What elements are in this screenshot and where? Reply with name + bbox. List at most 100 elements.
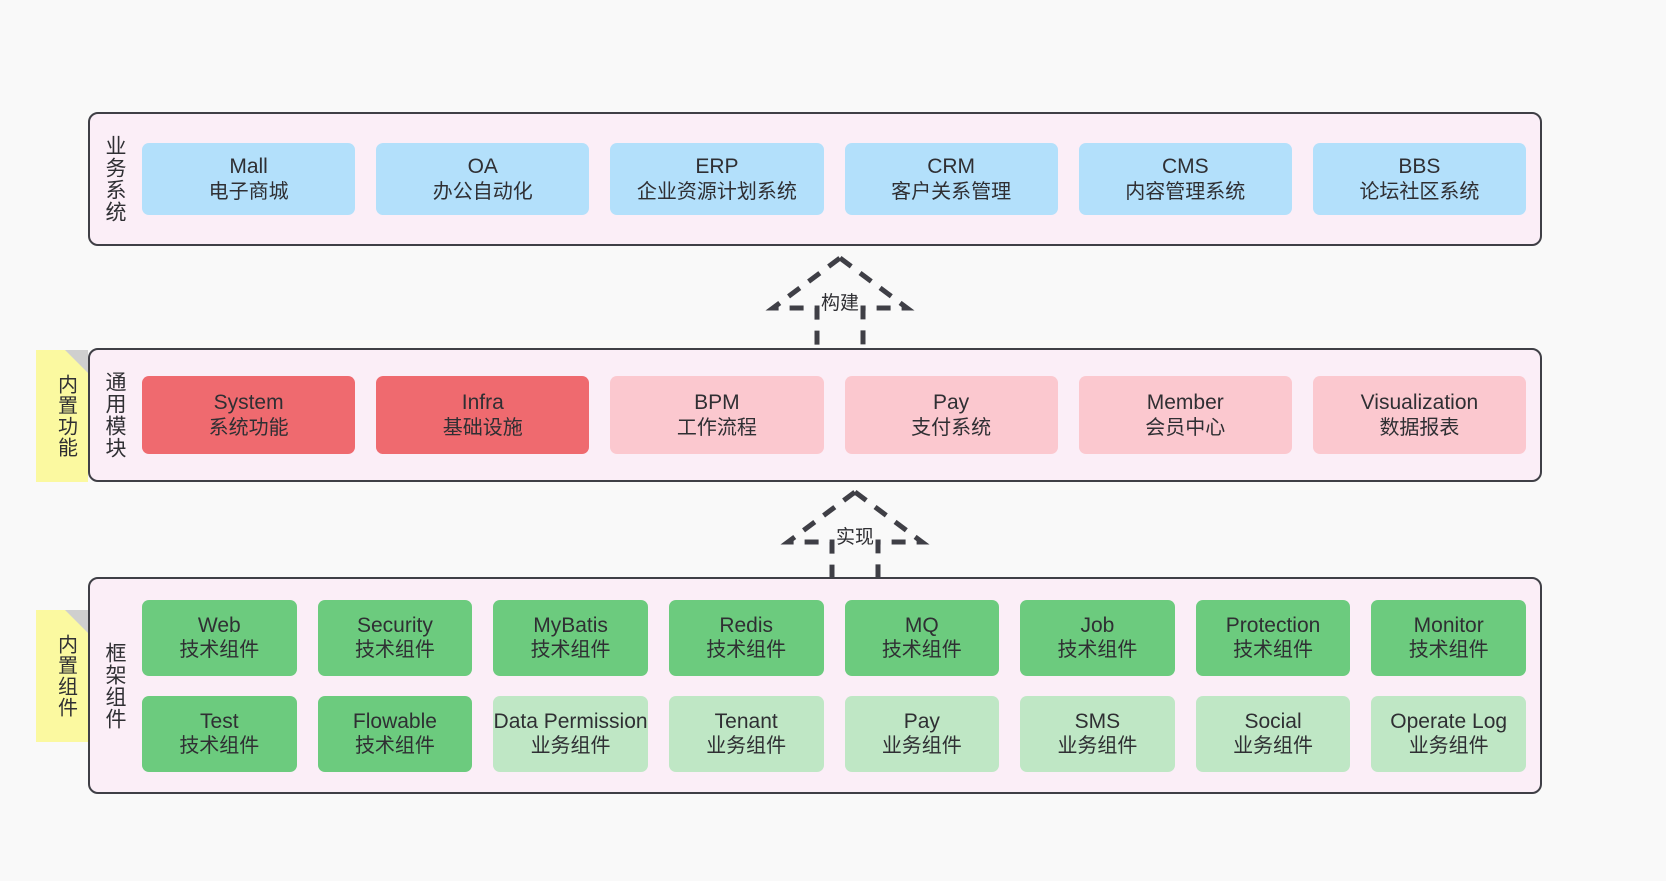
card-subtitle: 技术组件 [706,639,787,662]
card-pay-module[interactable]: Pay 支付系统 [844,376,1058,454]
sticky-note-label: 内置组件 [54,634,77,718]
card-title: Security [357,613,433,637]
layer-title-common-module: 通用模块 [102,371,126,459]
note-fold-corner-icon [65,350,88,373]
card-subtitle: 办公自动化 [432,180,533,203]
card-mall[interactable]: Mall 电子商城 [142,143,356,215]
card-title: System [213,391,284,415]
layer-body-common-module: System 系统功能 Infra 基础设施 BPM 工作流程 Pay 支付系统… [138,350,1540,480]
card-title: CRM [927,155,976,179]
card-row: System 系统功能 Infra 基础设施 BPM 工作流程 Pay 支付系统… [142,376,1527,454]
card-test[interactable]: Test 技术组件 [142,695,297,772]
card-member[interactable]: Member 会员中心 [1078,376,1292,454]
card-subtitle: 系统功能 [208,416,289,439]
layer-framework-component: 框架组件 Web 技术组件 Security 技术组件 MyBatis 技术组件… [88,577,1542,794]
card-subtitle: 技术组件 [354,735,435,758]
card-subtitle: 业务组件 [530,735,611,758]
card-subtitle: 业务组件 [1408,735,1489,758]
card-flowable[interactable]: Flowable 技术组件 [317,695,473,772]
card-mq[interactable]: MQ 技术组件 [844,599,1000,676]
card-title: SMS [1074,709,1121,733]
card-row: Test 技术组件 Flowable 技术组件 Data Permission … [142,695,1526,772]
card-title: Test [200,709,239,733]
card-subtitle: 技术组件 [881,639,962,662]
note-fold-corner-icon [65,610,88,633]
card-cms[interactable]: CMS 内容管理系统 [1078,143,1292,215]
layer-business-system: 业务系统 Mall 电子商城 OA 办公自动化 ERP 企业资源计划系统 CRM… [88,112,1542,246]
card-operate-log[interactable]: Operate Log 业务组件 [1371,695,1526,772]
card-row: Web 技术组件 Security 技术组件 MyBatis 技术组件 Redi… [142,599,1526,676]
sticky-note-builtin-feature: 内置功能 [36,350,88,482]
card-subtitle: 电子商城 [208,180,289,203]
card-protection[interactable]: Protection 技术组件 [1195,599,1351,676]
card-bpm[interactable]: BPM 工作流程 [610,376,824,454]
card-subtitle: 技术组件 [1233,639,1314,662]
layer-body-business-system: Mall 电子商城 OA 办公自动化 ERP 企业资源计划系统 CRM 客户关系… [138,114,1540,244]
card-pay-component[interactable]: Pay 业务组件 [844,695,1000,772]
card-web[interactable]: Web 技术组件 [142,599,297,676]
layer-title-framework-component: 框架组件 [102,641,126,730]
card-job[interactable]: Job 技术组件 [1020,599,1175,676]
card-subtitle: 会员中心 [1145,416,1226,439]
card-title: BBS [1398,155,1441,179]
card-visualization[interactable]: Visualization 数据报表 [1312,376,1527,454]
card-title: MyBatis [533,613,608,637]
card-title: Mall [229,155,268,179]
layer-common-module: 通用模块 System 系统功能 Infra 基础设施 BPM 工作流程 Pay… [88,348,1542,482]
card-monitor[interactable]: Monitor 技术组件 [1371,599,1526,676]
connector-label: 实现 [835,527,874,548]
card-title: Social [1244,709,1302,733]
card-title: Monitor [1413,613,1484,637]
card-redis[interactable]: Redis 技术组件 [668,599,824,676]
card-title: ERP [695,155,739,179]
card-title: Tenant [714,709,778,733]
card-title: Job [1080,613,1115,637]
card-infra[interactable]: Infra 基础设施 [376,376,590,454]
card-oa[interactable]: OA 办公自动化 [376,143,590,215]
card-title: OA [467,155,498,179]
card-crm[interactable]: CRM 客户关系管理 [844,143,1058,215]
card-title: MQ [904,613,939,637]
layer-title-business-system: 业务系统 [102,135,126,223]
card-erp[interactable]: ERP 企业资源计划系统 [610,143,824,215]
card-subtitle: 支付系统 [911,416,992,439]
card-sms[interactable]: SMS 业务组件 [1020,695,1175,772]
card-subtitle: 内容管理系统 [1125,180,1246,203]
layer-body-framework-component: Web 技术组件 Security 技术组件 MyBatis 技术组件 Redi… [138,579,1540,792]
card-tenant[interactable]: Tenant 业务组件 [668,695,824,772]
card-title: BPM [694,391,740,415]
card-subtitle: 数据报表 [1379,416,1460,439]
card-title: Infra [461,391,504,415]
card-bbs[interactable]: BBS 论坛社区系统 [1312,143,1527,215]
card-subtitle: 业务组件 [706,735,787,758]
card-title: CMS [1161,155,1209,179]
card-title: Web [197,613,241,637]
card-row: Mall 电子商城 OA 办公自动化 ERP 企业资源计划系统 CRM 客户关系… [142,143,1527,215]
card-subtitle: 业务组件 [881,735,962,758]
card-system[interactable]: System 系统功能 [142,376,356,454]
card-subtitle: 技术组件 [1057,639,1138,662]
card-subtitle: 企业资源计划系统 [636,180,797,203]
card-security[interactable]: Security 技术组件 [317,599,473,676]
card-data-permission[interactable]: Data Permission 业务组件 [493,695,648,772]
card-title: Member [1146,391,1224,415]
connector-implement: 实现 [770,486,940,586]
card-title: Redis [719,613,774,637]
card-title: Pay [933,391,970,415]
sticky-note-label: 内置功能 [54,374,77,458]
card-subtitle: 技术组件 [354,639,435,662]
card-title: Visualization [1360,391,1479,415]
card-subtitle: 业务组件 [1057,735,1138,758]
connector-label: 构建 [820,293,859,314]
card-title: Pay [903,709,940,733]
card-social[interactable]: Social 业务组件 [1195,695,1351,772]
connector-build: 构建 [755,252,925,352]
card-subtitle: 基础设施 [442,416,523,439]
card-mybatis[interactable]: MyBatis 技术组件 [493,599,648,676]
sticky-note-builtin-component: 内置组件 [36,610,88,742]
card-subtitle: 技术组件 [179,735,260,758]
card-subtitle: 技术组件 [530,639,611,662]
card-title: Flowable [352,709,437,733]
card-subtitle: 技术组件 [1408,639,1489,662]
card-subtitle: 业务组件 [1233,735,1314,758]
